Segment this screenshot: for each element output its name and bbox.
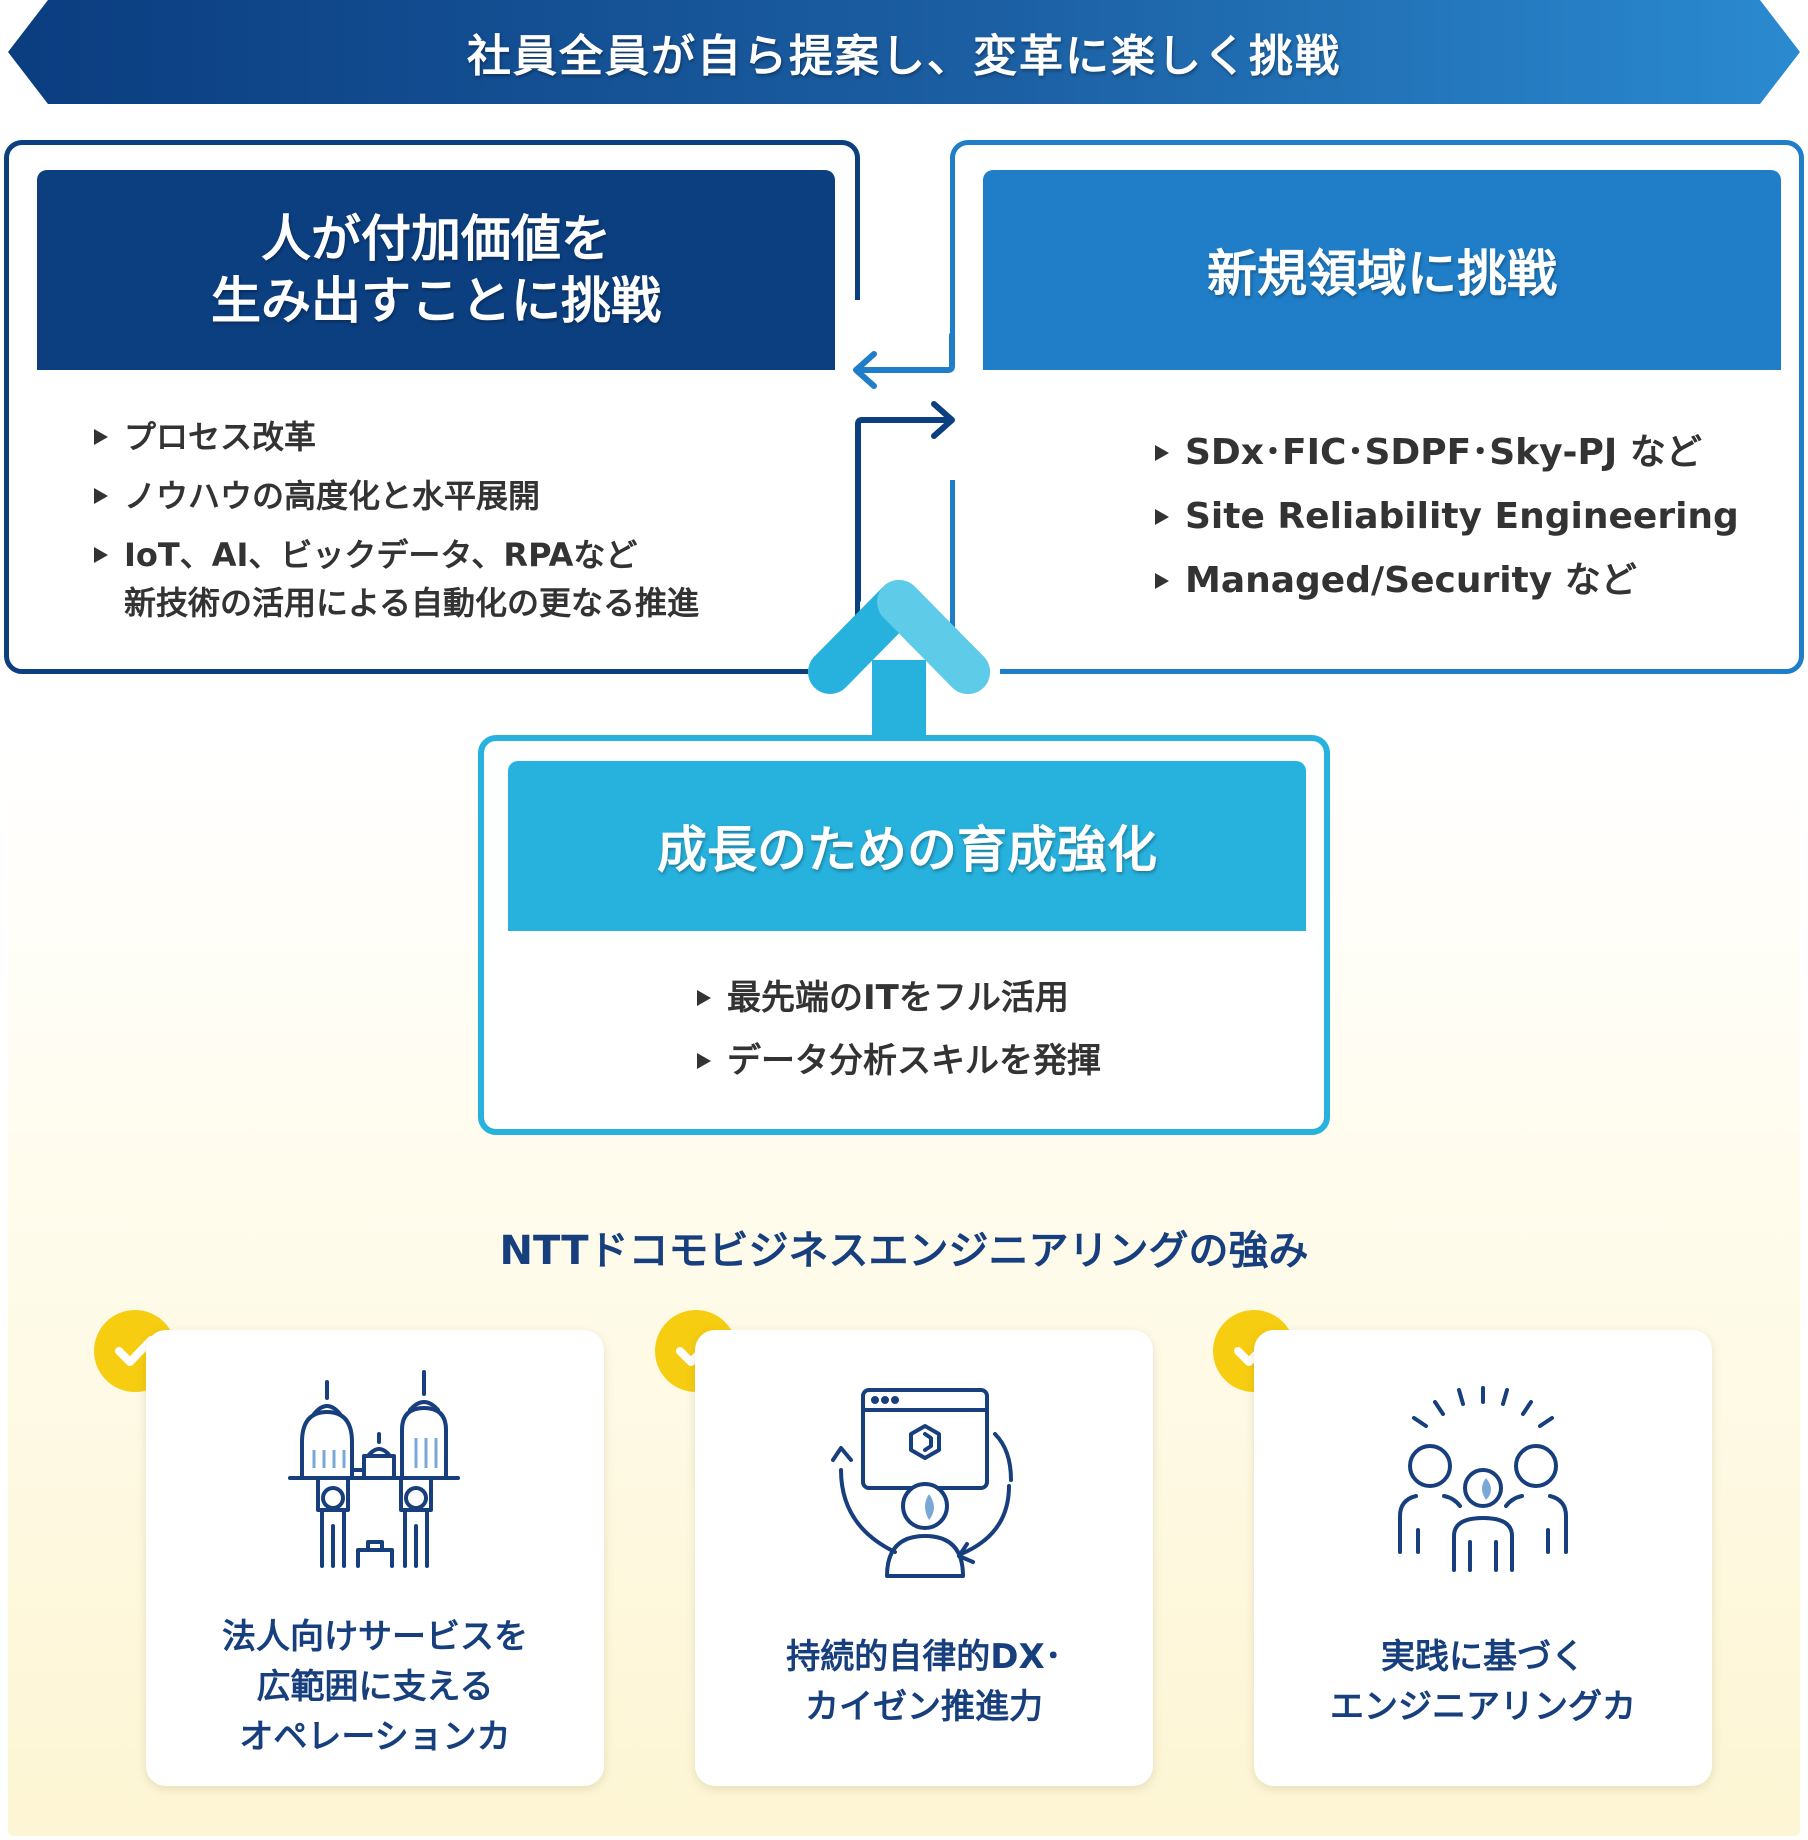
strength-card-label: 法人向けサービスを 広範囲に支える オペレーションカ [222, 1617, 528, 1757]
list-item: ノウハウの高度化と水平展開 [94, 472, 699, 520]
left-panel-header: 人が付加価値を 生み出すことに挑戦 [37, 170, 835, 370]
banner-text: 社員全員が自ら提案し、変革に楽しく挑戦 [467, 31, 1341, 82]
list-item: プロセス改革 [94, 413, 699, 461]
middle-panel-list: 最先端のITをフル活用 データ分析スキルを発揮 [697, 975, 1101, 1101]
connector-arrows [808, 300, 1000, 750]
list-item: SDx･FIC･SDPF･Sky-PJ など [1155, 430, 1739, 476]
middle-panel-title: 成長のための育成強化 [657, 821, 1157, 879]
right-panel-title: 新規領域に挑戦 [1207, 245, 1557, 303]
arrow-left-icon [855, 332, 955, 373]
list-item: Managed/Security など [1155, 558, 1739, 604]
strength-card-label: 持続的自律的DX･ カイゼン推進力 [786, 1637, 1062, 1727]
people-supporting-buildings-icon [288, 1370, 460, 1568]
list-item: Site Reliability Engineering [1155, 494, 1739, 540]
top-banner: 社員全員が自ら提案し、変革に楽しく挑戦 [8, 0, 1800, 104]
list-item: IoT、AI、ビックデータ、RPAなど 新技術の活用による自動化の更なる推進 [94, 531, 699, 627]
strength-card-dx: 持続的自律的DX･ カイゼン推進力 [695, 1330, 1153, 1786]
arrow-right-icon [855, 417, 953, 603]
list-item: データ分析スキルを発揮 [697, 1038, 1101, 1084]
right-panel: 新規領域に挑戦 SDx･FIC･SDPF･Sky-PJ など Site Reli… [950, 140, 1804, 674]
right-panel-header: 新規領域に挑戦 [983, 170, 1781, 370]
strength-card-label: 実践に基づく エンジニアリングカ [1330, 1637, 1636, 1727]
left-panel-list: プロセス改革 ノウハウの高度化と水平展開 IoT、AI、ビックデータ、RPAなど… [94, 413, 699, 638]
strength-card-engineering: 実践に基づく エンジニアリングカ [1254, 1330, 1712, 1786]
list-item: 最先端のITをフル活用 [697, 975, 1101, 1021]
strength-card-operation: 法人向けサービスを 広範囲に支える オペレーションカ [146, 1330, 604, 1786]
middle-panel: 成長のための育成強化 最先端のITをフル活用 データ分析スキルを発揮 [478, 735, 1330, 1135]
right-panel-list: SDx･FIC･SDPF･Sky-PJ など Site Reliability … [1155, 430, 1739, 622]
left-panel-title: 人が付加価値を 生み出すことに挑戦 [211, 210, 661, 330]
middle-panel-header: 成長のための育成強化 [508, 761, 1306, 931]
strengths-title: NTTドコモビジネスエンジニアリングの強み [499, 1228, 1309, 1274]
engineering-team-icon [1398, 1386, 1568, 1572]
person-dx-cycle-icon [831, 1388, 1013, 1578]
